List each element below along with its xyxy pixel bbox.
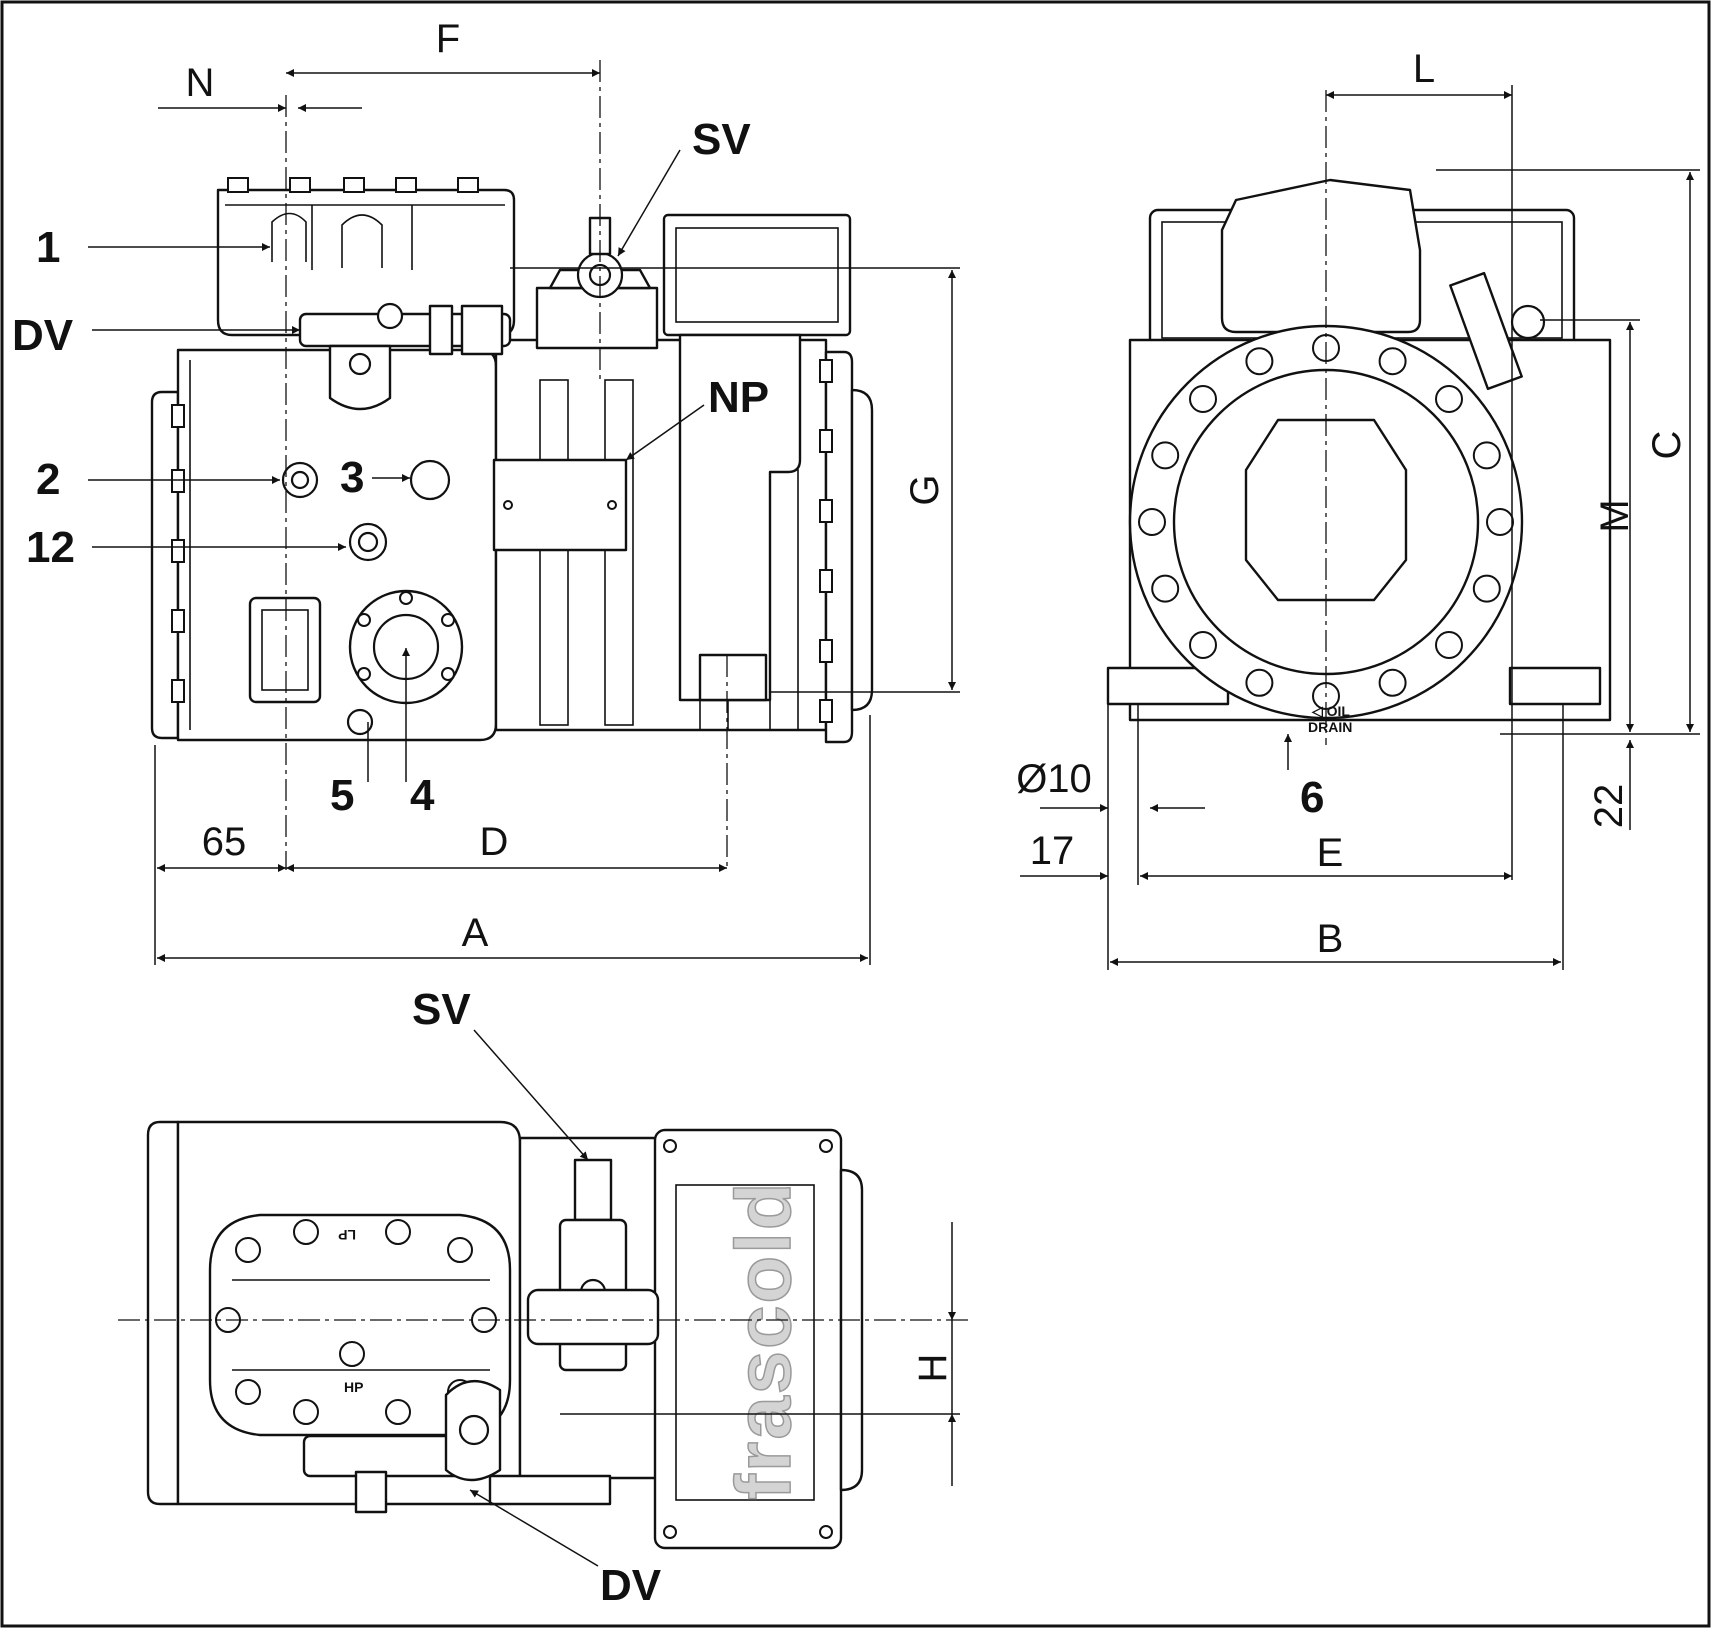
front-foot-right [1508, 666, 1602, 706]
name-plate-rivet [503, 500, 513, 510]
dim-label-17: 17 [1030, 829, 1075, 873]
suction-valve-side [535, 216, 659, 350]
callout-6: 6 [1300, 773, 1324, 822]
callout-12: 12 [26, 523, 75, 572]
top-motor-end-cap [146, 1120, 180, 1506]
frascold-logo: frascold [719, 1181, 807, 1500]
terminal-box-side [662, 213, 852, 702]
discharge-valve-side [298, 302, 512, 411]
top-suction-valve-stem [573, 1158, 613, 1222]
flange-bolt [1435, 631, 1463, 659]
side-view [150, 177, 874, 744]
callout-3: 3 [340, 453, 364, 502]
dim-label-d: D [480, 820, 509, 864]
oil-drain-label-2: DRAIN [1308, 719, 1352, 735]
top-discharge-valve-stem [354, 1470, 388, 1514]
flange-bolt [1151, 441, 1180, 470]
callout-5: 5 [330, 771, 354, 820]
leader-dv-top [469, 1489, 599, 1567]
dim-label-65: 65 [202, 820, 247, 864]
pump-end-flange [824, 350, 854, 744]
flange-bolt [1472, 441, 1501, 470]
top-cylinder-head [208, 1213, 512, 1437]
pump-flange-bolts [819, 359, 833, 723]
port-12-inner [357, 531, 379, 553]
front-view: ◁ OIL DRAIN [1106, 178, 1612, 735]
flange-bolt [1378, 347, 1407, 376]
flange-bolt [1472, 574, 1501, 603]
callout-1: 1 [36, 223, 60, 272]
oil-pump-housing [248, 596, 322, 704]
flange-bolt [1245, 668, 1274, 697]
callout-sv-side: SV [692, 115, 751, 164]
flange-bolt [1378, 668, 1407, 697]
lifting-loop [271, 212, 307, 262]
top-cylinder-head-ribs [232, 1279, 490, 1371]
suction-valve-body-front [1449, 271, 1523, 391]
leader-np [625, 404, 705, 461]
mounting-foot [698, 653, 768, 702]
cylinder-head-ribs [311, 205, 413, 270]
oil-drain-label-1: ◁ OIL [1311, 703, 1350, 719]
top-view: LP HP [146, 1120, 864, 1550]
dim-label-e: E [1317, 831, 1344, 875]
hp-marking: HP [344, 1379, 363, 1395]
dim-label-b: B [1317, 917, 1344, 961]
leader-sv-side [617, 149, 681, 257]
flange-bolt [1486, 508, 1514, 536]
top-discharge-lug-hole [458, 1414, 490, 1446]
end-cover-boss [1244, 418, 1408, 602]
callout-np: NP [708, 373, 769, 422]
cylinder-head-front [1220, 178, 1422, 334]
callout-dv-top: DV [600, 1561, 662, 1610]
flange-bolt [1151, 574, 1180, 603]
top-terminal-box-inner [675, 1184, 815, 1501]
top-pump-end-cover [839, 1168, 864, 1492]
port-3 [409, 459, 451, 501]
dim-label-a: A [462, 911, 489, 955]
oil-drain-plug [346, 708, 374, 736]
dim-label-g: G [903, 474, 947, 505]
motor-cap-bolts [171, 404, 185, 703]
dim-label-c: C [1645, 431, 1689, 460]
dim-label-dia10: Ø10 [1016, 757, 1092, 801]
flange-bolt [1138, 508, 1166, 536]
callout-sv-top: SV [412, 985, 471, 1034]
flange-bolt [1435, 385, 1463, 413]
callout-2: 2 [36, 455, 60, 504]
dim-label-m: M [1593, 499, 1637, 532]
callout-4: 4 [410, 771, 435, 820]
name-plate-rivet [607, 500, 617, 510]
cylinder-head-bolts [227, 177, 479, 193]
suction-valve-front [1510, 304, 1546, 340]
dim-label-22: 22 [1587, 784, 1631, 829]
pump-end-cover [850, 388, 874, 712]
dim-label-n: N [186, 61, 215, 105]
top-bracket [488, 1474, 612, 1506]
end-cover-bolts [1138, 334, 1514, 710]
crankcase-rib [539, 379, 569, 726]
dim-label-l: L [1413, 47, 1435, 91]
dim-label-f: F [436, 17, 460, 61]
flange-bolt [1189, 631, 1217, 659]
port-2-inner [290, 470, 310, 490]
dim-label-h: H [911, 1354, 955, 1383]
lifting-loop [341, 214, 383, 268]
flange-bolt [1245, 347, 1274, 376]
callout-dv-side: DV [12, 311, 74, 360]
flange-bolt [1189, 385, 1217, 413]
lp-marking: LP [338, 1227, 356, 1243]
top-cylinder-head-bolts [215, 1219, 497, 1425]
name-plate [492, 458, 628, 552]
oil-pump-housing-inner [261, 609, 309, 691]
crankcase-rib [604, 379, 634, 726]
top-suction-flange [526, 1288, 660, 1346]
leader-sv-top [473, 1029, 589, 1161]
